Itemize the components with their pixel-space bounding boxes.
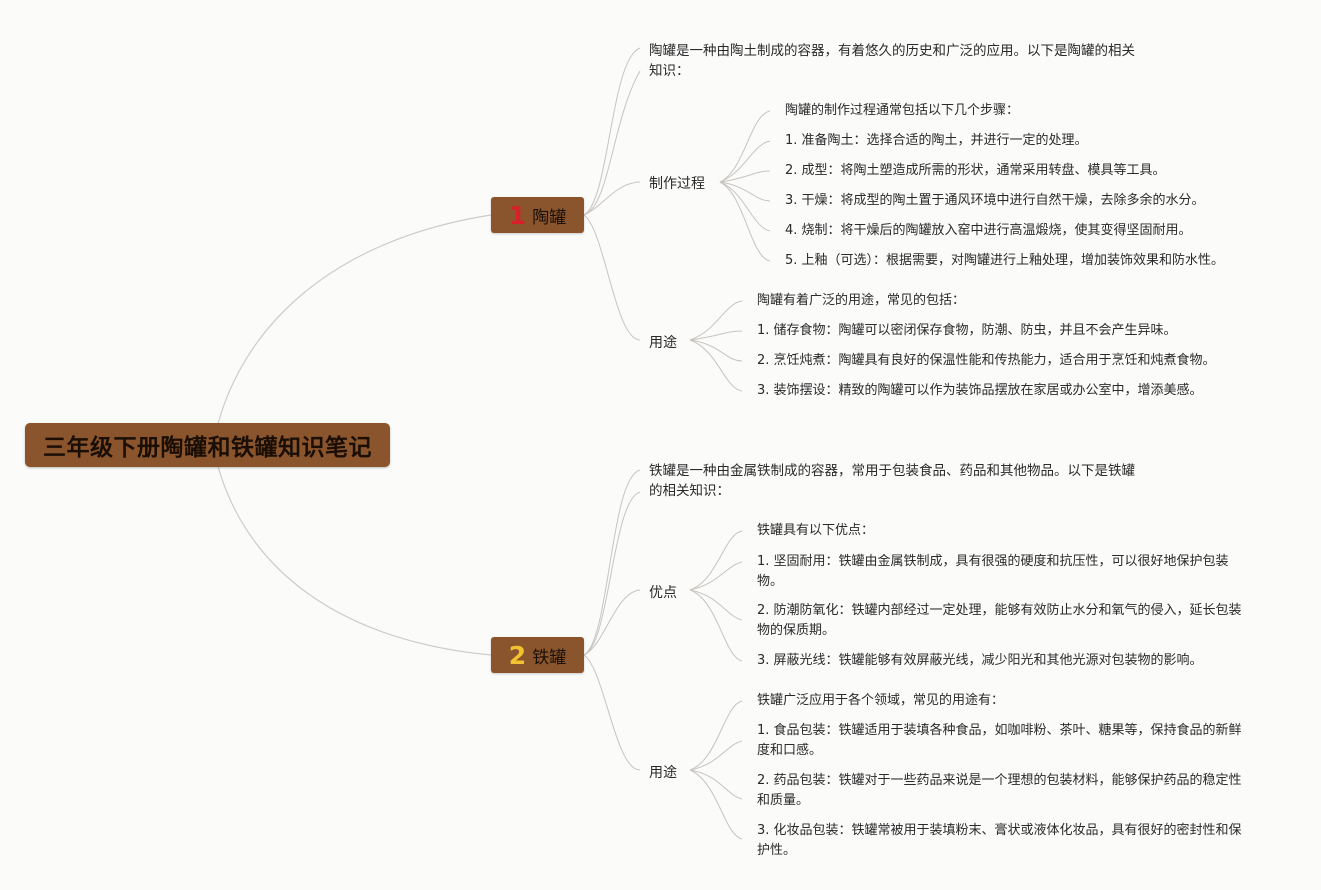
- leaf-item[interactable]: 2. 药品包装：铁罐对于一些药品来说是一个理想的包装材料，能够保护药品的稳定性和…: [757, 773, 1242, 808]
- root-topic[interactable]: 三年级下册陶罐和铁罐知识笔记: [25, 423, 390, 467]
- branch-intro[interactable]: 陶罐是一种由陶土制成的容器，有着悠久的历史和广泛的应用。以下是陶罐的相关知识：: [649, 43, 1135, 79]
- branch-label: 陶罐: [532, 207, 567, 228]
- leaf-item[interactable]: 陶罐的制作过程通常包括以下几个步骤：: [785, 103, 1020, 118]
- leaf-item[interactable]: 5. 上釉（可选）：根据需要，对陶罐进行上釉处理，增加装饰效果和防水性。: [785, 253, 1225, 268]
- branch-label: 铁罐: [532, 647, 567, 668]
- leaf-item[interactable]: 1. 储存食物：陶罐可以密闭保存食物，防潮、防虫，并且不会产生异味。: [757, 323, 1177, 338]
- subtopic-zhizuo[interactable]: 制作过程: [649, 176, 705, 192]
- leaf-item[interactable]: 铁罐具有以下优点：: [757, 523, 875, 538]
- branch-tieguan[interactable]: 2 铁罐: [491, 637, 584, 673]
- leaf-item[interactable]: 3. 干燥：将成型的陶土置于通风环境中进行自然干燥，去除多余的水分。: [785, 193, 1205, 208]
- branch-taoguan[interactable]: 1 陶罐: [491, 197, 584, 233]
- leaf-item[interactable]: 3. 化妆品包装：铁罐常被用于装填粉末、膏状或液体化妆品，具有很好的密封性和保护…: [757, 823, 1242, 858]
- root-title: 三年级下册陶罐和铁罐知识笔记: [43, 435, 372, 461]
- leaf-item[interactable]: 1. 食品包装：铁罐适用于装填各种食品，如咖啡粉、茶叶、糖果等，保持食品的新鲜度…: [757, 723, 1242, 758]
- leaf-item[interactable]: 3. 装饰摆设：精致的陶罐可以作为装饰品摆放在家居或办公室中，增添美感。: [757, 383, 1203, 398]
- branch-number-2: 2: [508, 640, 527, 670]
- branch-number-1: 1: [508, 200, 527, 230]
- leaf-item[interactable]: 陶罐有着广泛的用途，常见的包括：: [757, 293, 966, 308]
- leaf-item[interactable]: 2. 防潮防氧化：铁罐内部经过一定处理，能够有效防止水分和氧气的侵入，延长包装物…: [757, 603, 1242, 638]
- subtopic-youdian[interactable]: 优点: [649, 585, 677, 601]
- leaf-item[interactable]: 3. 屏蔽光线：铁罐能够有效屏蔽光线，减少阳光和其他光源对包装物的影响。: [757, 653, 1203, 668]
- subtopic-yongtu[interactable]: 用途: [649, 335, 677, 351]
- leaf-item[interactable]: 1. 准备陶土：选择合适的陶土，并进行一定的处理。: [785, 133, 1088, 148]
- leaf-item[interactable]: 4. 烧制：将干燥后的陶罐放入窑中进行高温煅烧，使其变得坚固耐用。: [785, 223, 1192, 238]
- subtopic-yongtu[interactable]: 用途: [649, 765, 677, 781]
- leaf-item[interactable]: 2. 烹饪炖煮：陶罐具有良好的保温性能和传热能力，适合用于烹饪和炖煮食物。: [757, 353, 1216, 368]
- branch-intro[interactable]: 铁罐是一种由金属铁制成的容器，常用于包装食品、药品和其他物品。以下是铁罐的相关知…: [649, 463, 1135, 499]
- leaf-item[interactable]: 1. 坚固耐用：铁罐由金属铁制成，具有很强的硬度和抗压性，可以很好地保护包装物。: [757, 554, 1229, 589]
- leaf-item[interactable]: 铁罐广泛应用于各个领域，常见的用途有：: [757, 693, 1005, 708]
- leaf-item[interactable]: 2. 成型：将陶土塑造成所需的形状，通常采用转盘、模具等工具。: [785, 163, 1166, 178]
